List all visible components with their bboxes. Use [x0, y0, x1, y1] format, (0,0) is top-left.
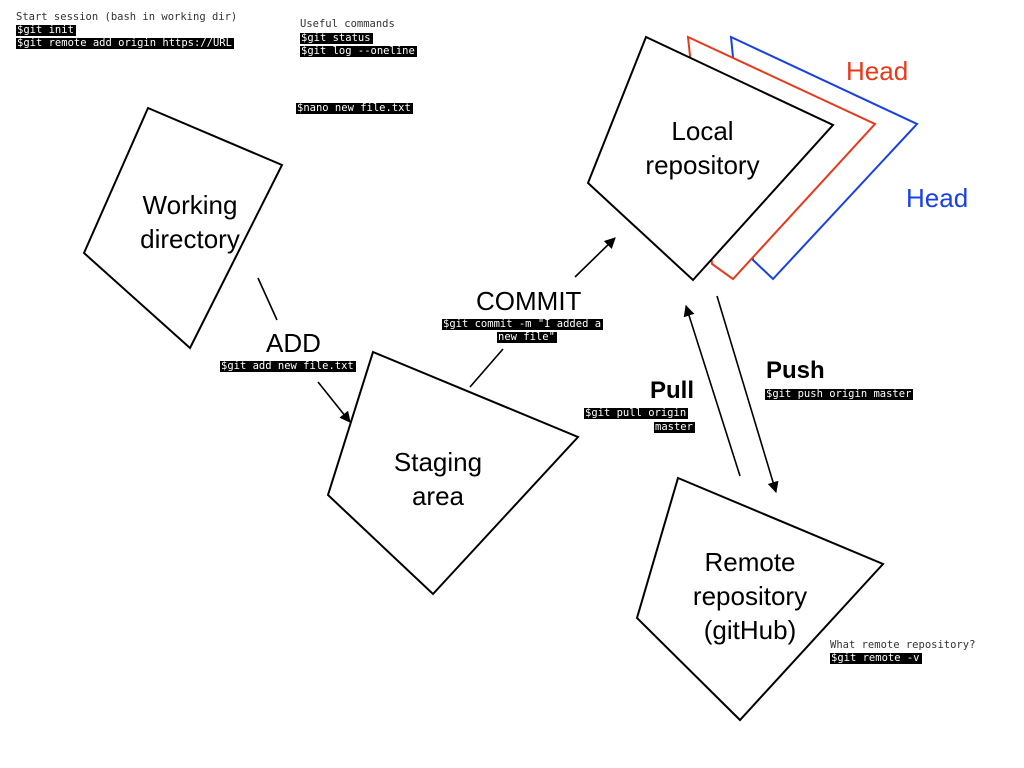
- add-line: [257, 277, 278, 321]
- git-remote-add-command: $git remote add origin https://URL: [16, 37, 234, 49]
- git-push-command: $git push origin master: [765, 388, 914, 400]
- git-commit-command-line2: new file": [497, 331, 557, 343]
- git-log-command: $git log --oneline: [300, 45, 417, 57]
- git-commit-command-line1: $git commit -m "I added a: [442, 318, 604, 330]
- useful-commands-note: Useful commands: [300, 18, 395, 30]
- which-remote-note: What remote repository?: [830, 639, 976, 651]
- local-repository-label: Local repository: [645, 116, 760, 180]
- pull-label: Pull: [650, 377, 695, 404]
- add-label: ADD: [266, 328, 321, 358]
- working-directory-shape: [82, 106, 284, 350]
- git-remote-v-command: $git remote -v: [830, 652, 922, 664]
- git-init-command: $git init: [16, 24, 76, 36]
- remote-repository-label: Remote repository (gitHub): [692, 547, 808, 645]
- commit-label: COMMIT: [476, 286, 582, 316]
- head-label-red: Head: [846, 56, 909, 86]
- head-label-blue: Head: [906, 183, 969, 213]
- nano-command: $nano new file.txt: [296, 102, 413, 114]
- commit-line: [469, 348, 504, 388]
- local-repository-shape: [586, 35, 835, 282]
- git-pull-command-line2: master: [654, 421, 695, 433]
- remote-repository-shape: [635, 476, 885, 722]
- commit-arrow: [574, 237, 616, 278]
- push-label: Push: [766, 357, 825, 384]
- setup-note: Start session (bash in working dir): [16, 11, 238, 23]
- staging-area-shape: [326, 350, 580, 596]
- git-status-command: $git status: [300, 32, 373, 44]
- working-directory-label: Working directory: [140, 190, 240, 254]
- pull-arrow: [683, 304, 741, 477]
- push-arrow: [716, 295, 779, 494]
- git-pull-command-line1: $git pull origin: [584, 407, 689, 419]
- git-add-command: $git add new file.txt: [220, 360, 356, 372]
- staging-area-label: Staging area: [393, 447, 483, 511]
- add-arrow: [317, 381, 351, 423]
